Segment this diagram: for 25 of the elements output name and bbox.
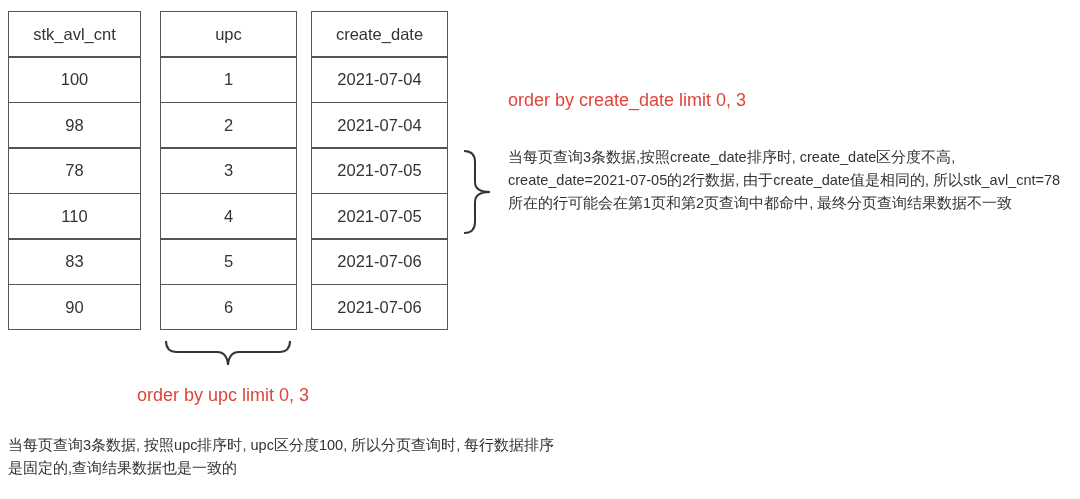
table-cell: 2021-07-05 bbox=[311, 147, 448, 194]
table-cell: 5 bbox=[160, 238, 297, 285]
note-text: 当每页查询3条数据, 按照upc排序时, upc区分度100, 所以分页查询时, 每行数据排序是固定的,查询结果数据也是一致的 bbox=[8, 436, 556, 478]
table-cell: stk_avl_cnt bbox=[8, 11, 141, 57]
table-cell: 6 bbox=[160, 284, 297, 330]
sql-query-text: order by upc limit 0, 3 bbox=[137, 385, 310, 406]
sql-query-text: order by create_date limit 0, 3 bbox=[508, 90, 747, 111]
table-cell: 2021-07-05 bbox=[311, 193, 448, 239]
table-cell: 1 bbox=[160, 56, 297, 103]
table-cell: 98 bbox=[8, 102, 141, 148]
table-cell: 4 bbox=[160, 193, 297, 239]
table-cell: 90 bbox=[8, 284, 141, 330]
table-cell: upc bbox=[160, 11, 297, 57]
table-cell: 3 bbox=[160, 147, 297, 194]
table-cell: create_date bbox=[311, 11, 448, 57]
table-cell: 2021-07-04 bbox=[311, 102, 448, 148]
table-cell: 110 bbox=[8, 193, 141, 239]
note-text: 当每页查询3条数据,按照create_date排序时, create_date区分度不高, create_date=2021-07-05的2行数据, 由于create_date值是相同的, 所以stk_avl_cnt=78所在的行可能会在第1页和第2页查询中都命中, 最终分页查询结果数据不一致 bbox=[508, 148, 1062, 213]
table-cell: 2021-07-06 bbox=[311, 284, 448, 330]
table-cell: 83 bbox=[8, 238, 141, 285]
table-cell: 2021-07-04 bbox=[311, 56, 448, 103]
table-cell: 100 bbox=[8, 56, 141, 103]
table-cell: 2 bbox=[160, 102, 297, 148]
table-cell: 78 bbox=[8, 147, 141, 194]
table-cell: 2021-07-06 bbox=[311, 238, 448, 285]
